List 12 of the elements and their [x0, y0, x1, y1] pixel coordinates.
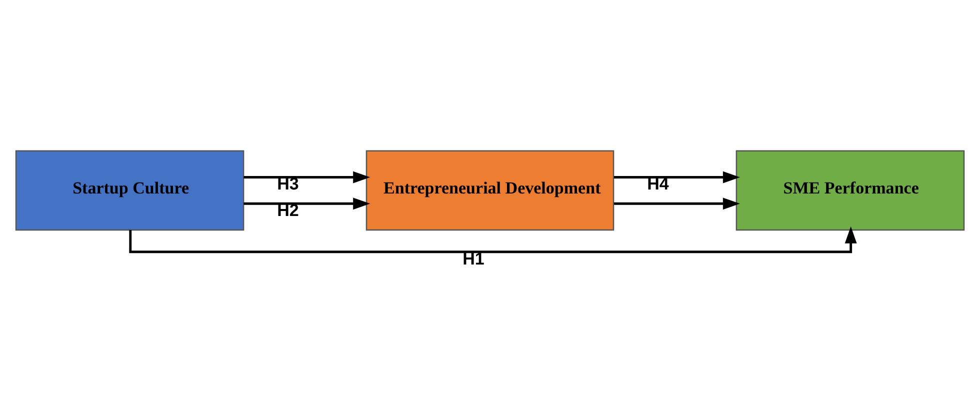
edge-label: H1: [462, 248, 484, 268]
node-box: SME Performance: [736, 150, 965, 230]
arrow: [244, 197, 370, 210]
arrow: [244, 170, 370, 183]
arrow: [614, 170, 740, 183]
node-box: Startup Culture: [15, 150, 244, 230]
arrow: [614, 197, 740, 210]
edge-label: H2: [277, 200, 299, 220]
edge-label: H3: [277, 174, 299, 194]
edge-label: H4: [647, 174, 669, 194]
arrow: [129, 226, 857, 253]
node-box: Entrepreneurial Development: [366, 150, 614, 230]
